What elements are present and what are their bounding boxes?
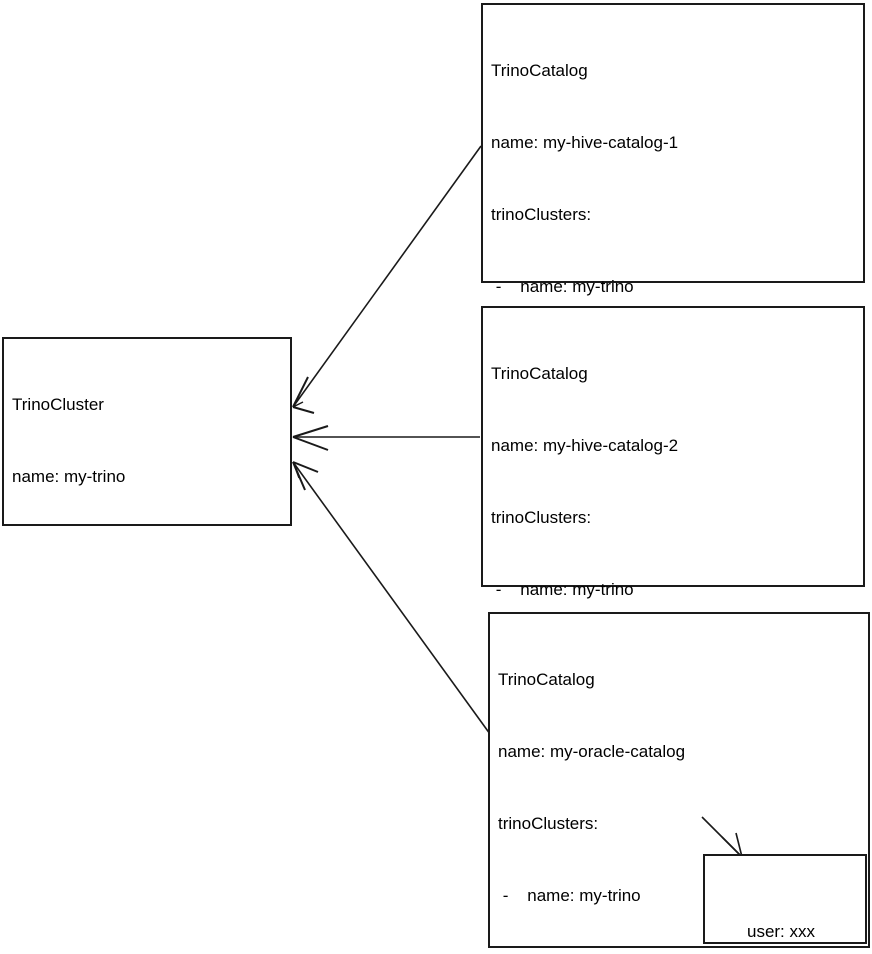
catalog-oracle-line-2: trinoClusters: (498, 814, 599, 833)
catalog-hive-1-line-3: - name: my-trino (491, 277, 634, 296)
catalog-hive-2-line-3: - name: my-trino (491, 580, 634, 599)
node-catalog-my-hive-catalog-1[interactable]: TrinoCatalog name: my-hive-catalog-1 tri… (481, 3, 865, 656)
trino-cluster-line-0: TrinoCluster (12, 395, 104, 414)
catalog-hive-1-line-1: name: my-hive-catalog-1 (491, 133, 679, 152)
catalog-oracle-line-3: - name: my-trino (498, 886, 641, 905)
catalog-oracle-line-0: TrinoCatalog (498, 670, 595, 689)
credentials-user-line: user: xxx (746, 922, 816, 941)
trino-cluster-line-1: name: my-trino (12, 467, 126, 486)
edge-hive-catalog-1-to-cluster (292, 145, 482, 414)
trino-cluster-text: TrinoCluster name: my-trino (12, 345, 286, 537)
catalog-hive-1-line-2: trinoClusters: (491, 205, 592, 224)
catalog-hive-2-line-0: TrinoCatalog (491, 364, 588, 383)
edge-hive-catalog-2-to-cluster (292, 425, 480, 451)
catalog-oracle-line-1: name: my-oracle-catalog (498, 742, 686, 761)
node-catalog-my-hive-catalog-2[interactable]: TrinoCatalog name: my-hive-catalog-2 tri… (481, 306, 865, 887)
catalog-oracle-text: TrinoCatalog name: my-oracle-catalog tri… (498, 620, 864, 954)
node-catalog-my-oracle-catalog[interactable]: TrinoCatalog name: my-oracle-catalog tri… (488, 612, 870, 948)
edge-oracle-catalog-to-cluster (292, 461, 491, 735)
catalog-hive-1-line-0: TrinoCatalog (491, 61, 588, 80)
credentials-secret-text: user: xxx password: xxx (705, 870, 857, 954)
credentials-secret-box[interactable]: user: xxx password: xxx (703, 854, 867, 944)
catalog-hive-2-line-1: name: my-hive-catalog-2 (491, 436, 679, 455)
catalog-hive-2-line-2: trinoClusters: (491, 508, 592, 527)
node-trino-cluster[interactable]: TrinoCluster name: my-trino (2, 337, 292, 526)
